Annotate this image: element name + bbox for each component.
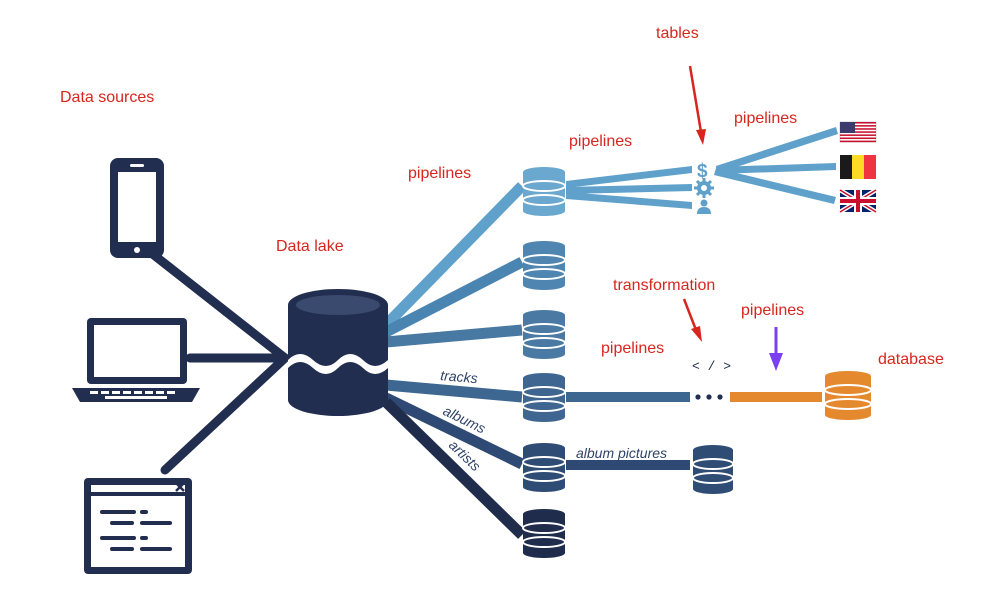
source-connectors <box>145 247 290 475</box>
belgium-flag-icon <box>840 155 876 179</box>
stream-bars <box>382 182 526 539</box>
stream-label-tracks: tracks <box>440 367 479 386</box>
pipelines-arrow <box>769 327 783 371</box>
pipelines-label-database: pipelines <box>741 302 804 319</box>
laptop-icon <box>72 318 200 402</box>
dollar-icon: $ <box>697 161 708 182</box>
phone-connector <box>145 247 290 363</box>
pipelines-label-lake: pipelines <box>408 165 471 182</box>
smartphone-icon <box>110 158 164 258</box>
pipelines-label-tables: pipelines <box>569 133 632 150</box>
uk-flag-icon <box>838 188 878 214</box>
data-lake-icon <box>288 289 388 416</box>
gear-icon <box>694 178 714 198</box>
data-sources-label: Data sources <box>60 89 154 106</box>
stream-playlists-bar <box>385 324 523 348</box>
employees-database-icon <box>522 167 566 216</box>
flag-pipelines <box>714 127 838 204</box>
playlists-database-icon <box>522 310 566 359</box>
code-symbol: < / > <box>692 359 731 374</box>
tables-pipelines <box>566 166 692 209</box>
transformation-label: transformation <box>613 277 715 294</box>
diagram-labels: Data sources Data lake pipelines pipelin… <box>60 25 944 461</box>
album-pictures-label: album pictures <box>576 445 667 461</box>
stream-label-playlists: playlists <box>437 311 489 332</box>
ellipsis-dots <box>695 394 723 400</box>
album-pictures-database-icon <box>692 445 734 494</box>
stream-artists-bar <box>382 398 526 539</box>
stream-customers-bar <box>383 257 525 337</box>
pipe-to-uk <box>714 168 836 204</box>
pipe-to-dollar <box>566 166 692 188</box>
pipe-to-us <box>716 127 838 173</box>
pipe-to-user <box>566 192 692 209</box>
window-connector <box>160 353 290 475</box>
app-window-icon <box>84 478 192 574</box>
tables-arrow <box>688 65 706 145</box>
tables-label: tables <box>656 25 699 42</box>
stream-employees-bar <box>382 182 526 329</box>
stream-albums-bar <box>383 393 525 469</box>
close-icon <box>175 482 185 492</box>
artists-database-icon <box>522 509 566 558</box>
svg-text:$: $ <box>697 161 708 182</box>
tracks-database-icon <box>522 373 566 422</box>
us-flag-icon <box>839 121 877 143</box>
database-pipeline-bar <box>730 392 822 402</box>
transformation-arrow <box>682 298 702 342</box>
pipelines-label-tracks: pipelines <box>601 340 664 357</box>
customers-database-icon <box>522 241 566 290</box>
album-pictures-pipeline-bar <box>566 460 690 470</box>
database-label: database <box>878 351 944 368</box>
albums-database-icon <box>522 443 566 492</box>
stream-tracks-bar <box>385 379 523 403</box>
pipelines-label-flags: pipelines <box>734 110 797 127</box>
user-icon <box>697 199 711 214</box>
tracks-pipeline-bar <box>566 392 690 402</box>
pipe-to-gear <box>566 184 692 194</box>
pipe-to-be <box>716 163 836 174</box>
data-lake-label: Data lake <box>276 238 344 255</box>
target-database-icon <box>824 371 872 420</box>
